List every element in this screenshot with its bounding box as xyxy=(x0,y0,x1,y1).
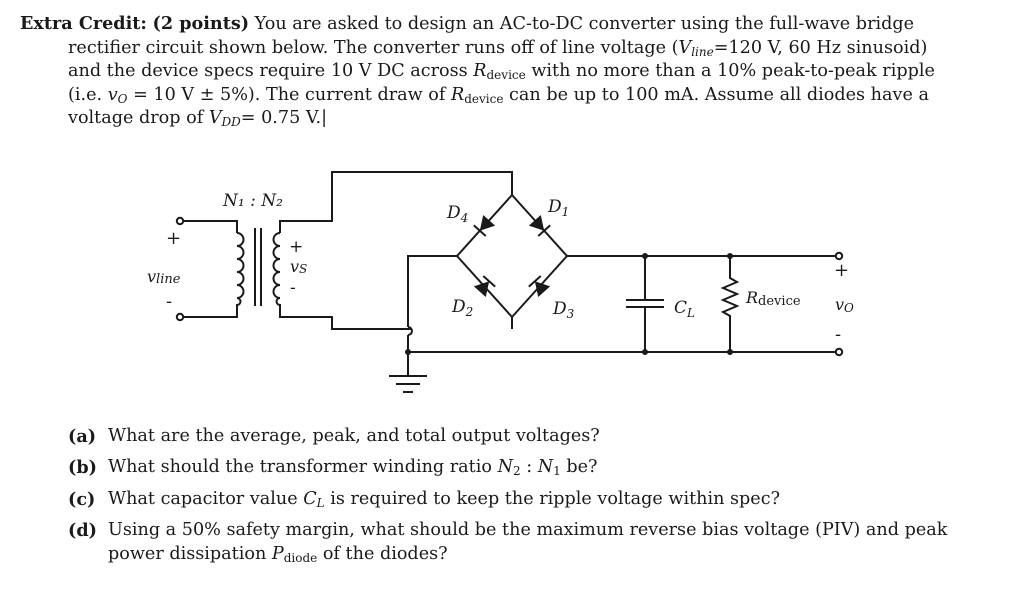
diode-d1 xyxy=(528,214,551,237)
d4-label: D4 xyxy=(446,203,468,225)
problem-text-6: = 0.75 V.| xyxy=(240,108,328,129)
secondary-wire-bottom xyxy=(279,304,412,330)
n1-symbol: N xyxy=(537,457,554,478)
question-a: (a) What are the average, peak, and tota… xyxy=(68,425,948,448)
vline-label: vline xyxy=(147,267,181,287)
n2-subscript: 2 xyxy=(512,464,521,479)
question-text: Using a 50% safety margin, what should b… xyxy=(108,520,948,564)
points-label: (2 points) xyxy=(152,13,250,34)
pdiode-symbol: P xyxy=(271,543,284,564)
primary-coil xyxy=(236,232,245,306)
rdevice-subscript-2: device xyxy=(464,91,504,106)
secondary-wire-top xyxy=(279,171,513,233)
problem-statement: Extra Credit: (2 points) You are asked t… xyxy=(20,12,960,131)
vs-plus: + xyxy=(289,237,303,257)
vo-plus: + xyxy=(834,260,849,281)
vdd-symbol: V xyxy=(208,108,222,129)
d2-label: D2 xyxy=(451,297,473,319)
pdiode-subscript: diode xyxy=(283,550,318,565)
vline-minus: - xyxy=(166,291,172,312)
rdevice-symbol: R xyxy=(473,61,487,82)
n2-symbol: N xyxy=(497,457,513,478)
question-c: (c) What capacitor value CL is required … xyxy=(68,488,948,511)
turns-ratio-label: N₁ : N₂ xyxy=(222,191,283,211)
n1-subscript: 1 xyxy=(553,464,561,479)
question-text: be? xyxy=(560,457,598,478)
rdevice-subscript: device xyxy=(486,68,526,83)
primary-wire-bottom xyxy=(183,304,238,318)
primary-wire-top xyxy=(183,220,238,233)
vs-label: vS xyxy=(290,257,307,276)
vline-plus: + xyxy=(166,228,181,249)
junction-ground xyxy=(405,349,411,355)
diode-d4 xyxy=(473,214,496,237)
extra-credit-heading: Extra Credit: xyxy=(20,13,147,34)
junction-cap-bottom xyxy=(642,349,648,355)
junction-cap-top xyxy=(642,253,648,259)
question-text: of the diodes? xyxy=(317,543,448,564)
question-label: (a) xyxy=(68,426,97,447)
output-terminal-top xyxy=(834,251,844,261)
bridge-rectifier-circuit: N₁ : N₂ + vline - + vS - D4 D1 D2 D3 CL … xyxy=(147,171,854,393)
ground-return-wire xyxy=(407,329,731,353)
vline-symbol: V xyxy=(678,37,692,58)
question-text: What are the average, peak, and total ou… xyxy=(108,426,600,446)
cl-subscript: L xyxy=(316,495,325,510)
d1-label: D1 xyxy=(547,197,569,219)
question-d: (d) Using a 50% safety margin, what shou… xyxy=(68,519,948,566)
junction-res-bottom xyxy=(727,349,733,355)
output-terminal-bottom xyxy=(834,347,844,357)
question-label: (c) xyxy=(68,488,96,510)
diode-d3 xyxy=(528,275,551,298)
question-text: What capacitor value xyxy=(108,488,304,509)
question-text: is required to keep the ripple voltage w… xyxy=(324,488,781,509)
vs-minus: - xyxy=(290,278,296,298)
rdevice-symbol-2: R xyxy=(450,84,465,105)
vline-subscript: line xyxy=(691,44,714,59)
problem-text-2: =120 V, 60 Hz sinusoid) and the device s… xyxy=(68,37,928,82)
question-text: : xyxy=(520,457,538,478)
problem-text-5: can be up to 100 mA. Assume all diodes h… xyxy=(68,84,929,129)
diode-d2 xyxy=(473,275,496,298)
question-list: (a) What are the average, peak, and tota… xyxy=(68,425,948,574)
question-text: What should the transformer winding rati… xyxy=(108,457,498,478)
d3-label: D3 xyxy=(552,299,575,321)
resistor-device xyxy=(720,256,740,352)
input-terminal-top xyxy=(175,216,185,226)
vo-symbol: v xyxy=(107,84,118,105)
cl-symbol: C xyxy=(303,488,317,509)
vo-minus: - xyxy=(835,324,841,345)
vo-subscript: O xyxy=(117,91,128,106)
vdd-subscript: DD xyxy=(221,115,241,130)
bridge-left-wire xyxy=(407,255,457,327)
question-b: (b) What should the transformer winding … xyxy=(68,456,948,479)
question-label: (b) xyxy=(68,457,97,479)
input-terminal-bottom xyxy=(175,312,185,322)
secondary-coil xyxy=(272,232,281,306)
junction-res-top xyxy=(727,253,733,259)
problem-text-4: = 10 V ± 5%). The current draw of xyxy=(127,84,451,105)
wire-crossover xyxy=(407,326,413,336)
cl-label: CL xyxy=(674,298,695,320)
question-label: (d) xyxy=(68,520,97,542)
problem-text-3: with no more than a 10% peak-to-peak rip… xyxy=(68,61,935,105)
rdevice-label: Rdevice xyxy=(745,288,801,309)
vo-label: vO xyxy=(835,295,854,315)
problem-text-1: You are asked to design an AC-to-DC conv… xyxy=(68,14,915,58)
